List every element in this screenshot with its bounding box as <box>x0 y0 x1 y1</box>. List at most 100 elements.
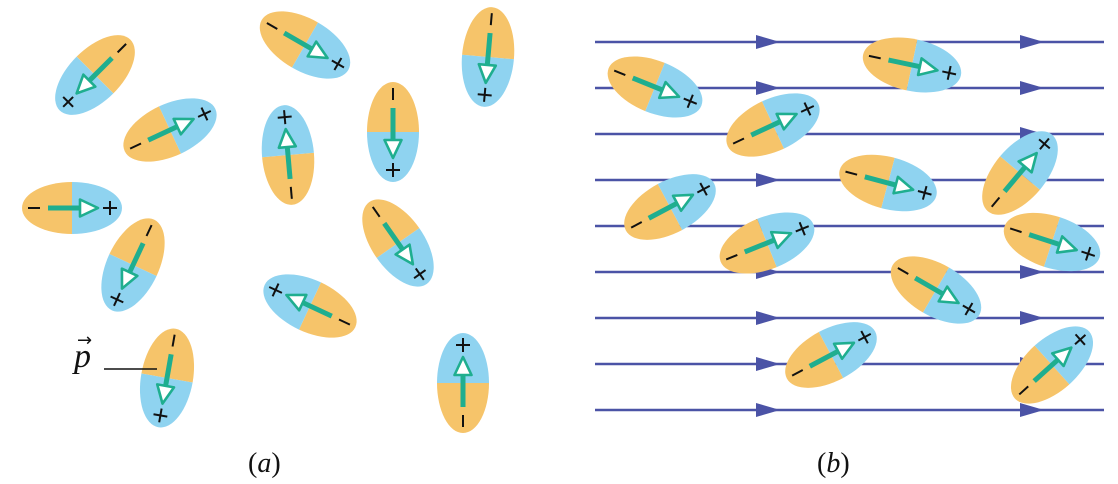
dipole-arrow-icon <box>383 108 403 160</box>
dipole-molecule <box>624 174 716 240</box>
positive-charge-icon <box>153 408 168 423</box>
negative-half <box>726 101 784 157</box>
dipole-molecule <box>862 37 962 93</box>
negative-charge-icon <box>145 224 153 237</box>
dipole-molecule <box>101 218 165 312</box>
dipole-arrow-icon <box>1002 151 1039 193</box>
dipole-arrow-icon <box>147 117 195 143</box>
dipole-molecule <box>982 131 1058 215</box>
dipole-arrow-icon <box>1032 346 1073 383</box>
positive-charge-icon <box>268 283 283 297</box>
negative-half <box>123 106 181 162</box>
negative-half <box>437 383 489 433</box>
positive-charge-icon <box>386 163 400 177</box>
negative-charge-icon <box>1018 385 1029 396</box>
negative-charge-icon <box>116 43 127 54</box>
dipole-molecule <box>461 7 515 107</box>
positive-charge-icon <box>857 330 872 344</box>
panel-b-aligned-dipoles <box>595 35 1104 417</box>
vector-arrow-icon: → <box>77 330 93 351</box>
field-arrow-icon <box>756 357 780 371</box>
negative-charge-icon <box>613 69 626 76</box>
dipole-molecule <box>1003 212 1101 272</box>
negative-half <box>890 256 949 313</box>
dipole-molecule <box>890 256 982 324</box>
positive-charge-icon <box>962 302 976 316</box>
negative-charge-icon <box>897 267 909 275</box>
dipole-arrow-icon <box>750 112 798 138</box>
dipole-molecule <box>437 333 489 433</box>
dipole-molecule <box>263 274 357 338</box>
dipole-molecule <box>367 82 419 182</box>
dipole-arrow-icon <box>888 57 939 77</box>
panel-a-random-dipoles <box>22 7 515 433</box>
negative-charge-icon <box>1009 227 1022 234</box>
positive-charge-icon <box>477 87 492 102</box>
positive-charge-icon <box>1038 137 1051 150</box>
negative-charge-icon <box>371 206 381 218</box>
dipole-arrow-icon <box>631 75 681 100</box>
field-arrow-icon <box>1020 403 1044 417</box>
field-arrow-icon <box>756 403 780 417</box>
negative-charge-icon <box>732 137 745 145</box>
positive-charge-icon <box>103 201 117 215</box>
dipole-molecule <box>259 11 351 79</box>
positive-charge-icon <box>696 182 711 196</box>
negative-half <box>839 154 895 209</box>
negative-charge-icon <box>868 54 881 60</box>
dipole-arrow-icon <box>1028 232 1079 254</box>
dipole-arrow-icon <box>647 193 695 221</box>
positive-charge-icon <box>331 57 345 71</box>
dipole-arrow-icon <box>285 293 333 319</box>
negative-half <box>624 184 683 240</box>
positive-charge-icon <box>277 110 292 125</box>
dipole-arrow-icon <box>48 198 100 218</box>
negative-charge-icon <box>289 186 293 199</box>
field-arrow-icon <box>1020 81 1044 95</box>
dipole-molecule <box>22 182 122 234</box>
field-arrow-icon <box>1020 311 1044 325</box>
positive-charge-icon <box>795 221 810 236</box>
positive-charge-icon <box>110 292 124 307</box>
negative-half <box>785 332 844 388</box>
dipole-molecule <box>607 56 703 118</box>
field-arrow-icon <box>1020 35 1044 49</box>
dipole-arrow-icon <box>277 127 298 180</box>
field-arrow-icon <box>756 311 780 325</box>
dipole-arrow-icon <box>382 221 415 266</box>
negative-charge-icon <box>489 13 493 26</box>
field-arrow-icon <box>756 81 780 95</box>
negative-half <box>862 37 918 91</box>
negative-charge-icon <box>338 318 351 326</box>
negative-charge-icon <box>725 254 738 261</box>
panel-a-caption: (a) <box>248 448 281 479</box>
negative-half <box>607 56 665 112</box>
negative-charge-icon <box>171 334 176 347</box>
negative-half <box>299 282 357 338</box>
negative-half <box>141 328 195 383</box>
dipole-arrow-icon <box>75 56 114 95</box>
positive-charge-icon <box>683 94 698 109</box>
dipole-molecule <box>362 199 434 287</box>
dipole-arrow-icon <box>913 275 960 305</box>
dipole-molecule <box>139 328 195 428</box>
positive-charge-icon <box>1081 246 1096 261</box>
negative-charge-icon <box>129 142 142 150</box>
negative-charge-icon <box>791 369 804 377</box>
positive-charge-icon <box>1074 333 1087 346</box>
positive-charge-icon <box>942 65 957 80</box>
dipole-arrow-icon <box>120 242 146 290</box>
panel-b-caption: (b) <box>817 448 850 479</box>
positive-charge-icon <box>800 102 815 116</box>
dipole-molecule <box>839 154 937 212</box>
negative-half <box>109 218 165 276</box>
dipole-molecule <box>726 93 820 157</box>
dipole-arrow-icon <box>282 30 329 60</box>
dipole-moment-label: p <box>74 338 91 375</box>
dipole-arrow-icon <box>864 174 915 195</box>
dipole-arrow-icon <box>477 32 498 85</box>
dipole-molecule <box>55 35 135 115</box>
negative-half <box>1003 212 1061 267</box>
dipole-molecule <box>123 98 217 162</box>
